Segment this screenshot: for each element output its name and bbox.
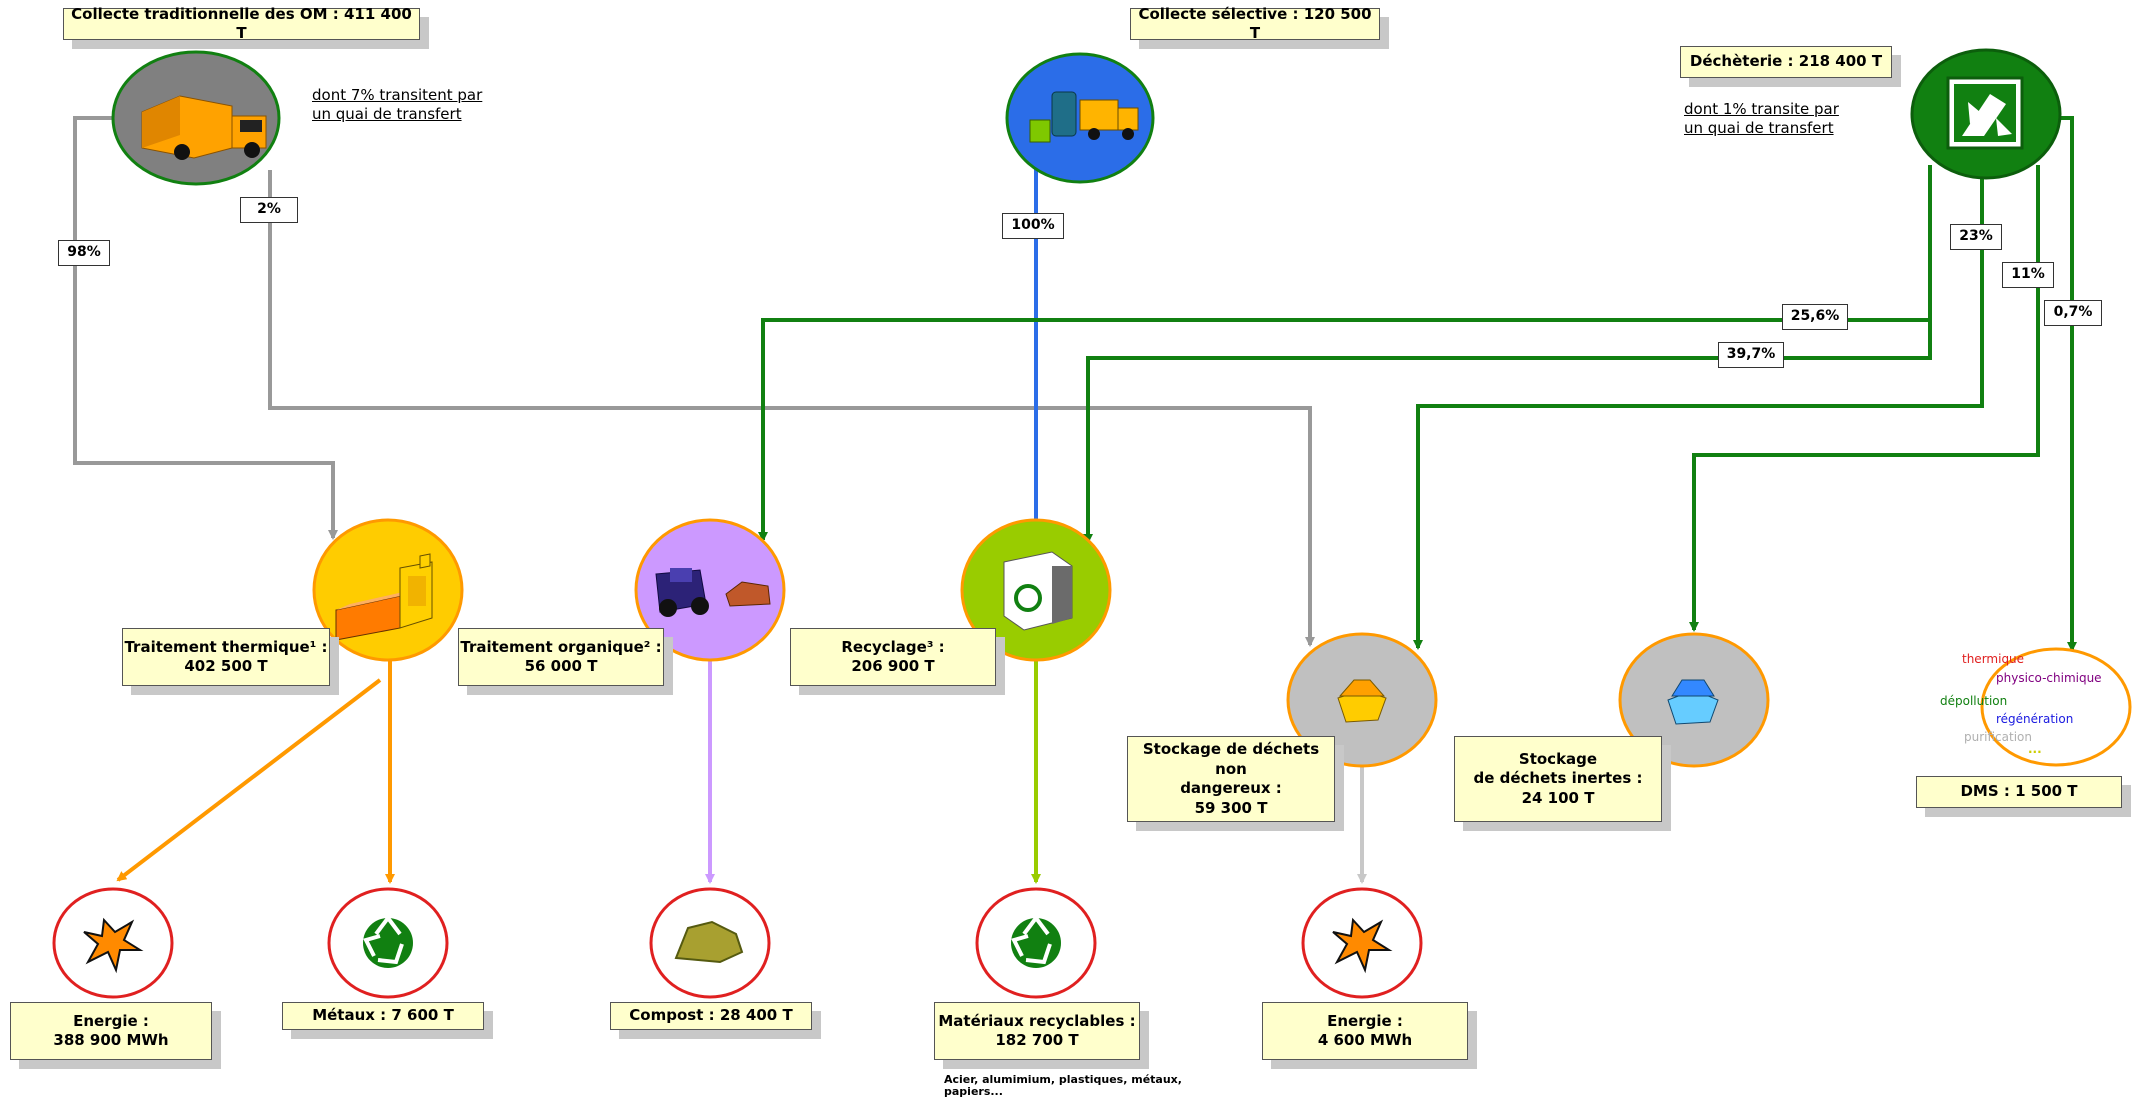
dms-word-purification: purification — [1964, 730, 2032, 744]
blue-box-icon — [1667, 679, 1719, 725]
node-metals — [327, 887, 449, 999]
arrow-dech-to-dms — [2056, 116, 2077, 652]
arrow-dech-to-recycling — [1083, 320, 1932, 544]
pct-dech-23: 23% — [1950, 224, 2002, 250]
recycle-symbol-icon — [363, 914, 413, 968]
note-dech-transfer: dont 1% transite par un quai de transfer… — [1684, 100, 1839, 137]
arrow-dech-to-storage-inert — [1689, 165, 2040, 632]
node-dms — [1980, 647, 2132, 767]
dms-word-depollution: dépollution — [1940, 694, 2008, 708]
pct-selective-100: 100% — [1002, 213, 1064, 239]
energy-star-icon — [1332, 917, 1393, 974]
label-recycling: Recyclage³ :206 900 T — [790, 628, 996, 686]
dms-word-ellipsis: ... — [2028, 742, 2042, 756]
garbage-truck-icon — [141, 95, 267, 160]
pct-om-98: 98% — [58, 240, 110, 266]
compost-pile-icon — [674, 920, 744, 964]
materials-subtext: Acier, alumimium, plastiques, métaux,pap… — [944, 1073, 1182, 1099]
dms-word-thermique: thermique — [1962, 652, 2025, 666]
node-selective — [1005, 52, 1155, 184]
tractor-icon — [655, 568, 771, 617]
node-energy-1 — [52, 887, 174, 999]
dms-word-regeneration: régénération — [1996, 712, 2074, 726]
pct-dech-11: 11% — [2002, 262, 2054, 288]
recycling-truck-icon — [1029, 91, 1139, 143]
arrow-thermal-to-energy — [116, 678, 382, 882]
incinerator-icon — [335, 553, 433, 641]
label-dms: DMS : 1 500 T — [1916, 776, 2122, 808]
node-decheterie — [1910, 48, 2062, 180]
label-metals: Métaux : 7 600 T — [282, 1002, 484, 1030]
label-collecte-om: Collecte traditionnelle des OM : 411 400… — [63, 5, 420, 42]
node-recycling — [960, 518, 1112, 662]
node-energy-2 — [1301, 887, 1423, 999]
node-compost — [649, 887, 771, 999]
arrow-dech-to-storage-nd — [1413, 170, 1984, 650]
node-storage-nd — [1286, 632, 1438, 768]
yellow-box-icon — [1337, 679, 1387, 723]
node-thermal — [312, 518, 464, 662]
dms-word-physico: physico-chimique — [1996, 671, 2102, 685]
energy-star-icon — [83, 917, 144, 974]
pct-om-2: 2% — [240, 197, 298, 223]
node-organic — [634, 518, 786, 662]
node-materials — [975, 887, 1097, 999]
node-storage-inert — [1618, 632, 1770, 768]
arrow-dech-to-organic — [758, 165, 1932, 542]
arrow-om-to-storage — [268, 170, 1315, 647]
label-collecte-selective: Collecte sélective : 120 500 T — [1130, 5, 1380, 42]
label-compost: Compost : 28 400 T — [610, 1002, 812, 1030]
pct-dech-39-7: 39,7% — [1718, 342, 1784, 368]
pct-dech-25-6: 25,6% — [1782, 304, 1848, 330]
label-thermal: Traitement thermique¹ :402 500 T — [122, 628, 330, 686]
label-energy-2: Energie :4 600 MWh — [1262, 1002, 1468, 1060]
note-om-transfer: dont 7% transitent par un quai de transf… — [312, 86, 483, 123]
label-organic: Traitement organique² :56 000 T — [458, 628, 664, 686]
node-om — [111, 50, 281, 186]
label-energy-1: Energie :388 900 MWh — [10, 1002, 212, 1060]
recycle-symbol-icon — [1011, 914, 1061, 968]
label-decheterie: Déchèterie : 218 400 T — [1680, 46, 1892, 78]
arrow-om-to-thermal — [73, 116, 338, 540]
decheterie-logo-icon — [1946, 76, 2024, 150]
pct-dech-0-7: 0,7% — [2044, 300, 2102, 326]
recycling-cube-icon — [1003, 551, 1073, 631]
label-materials: Matériaux recyclables :182 700 T — [934, 1002, 1140, 1060]
